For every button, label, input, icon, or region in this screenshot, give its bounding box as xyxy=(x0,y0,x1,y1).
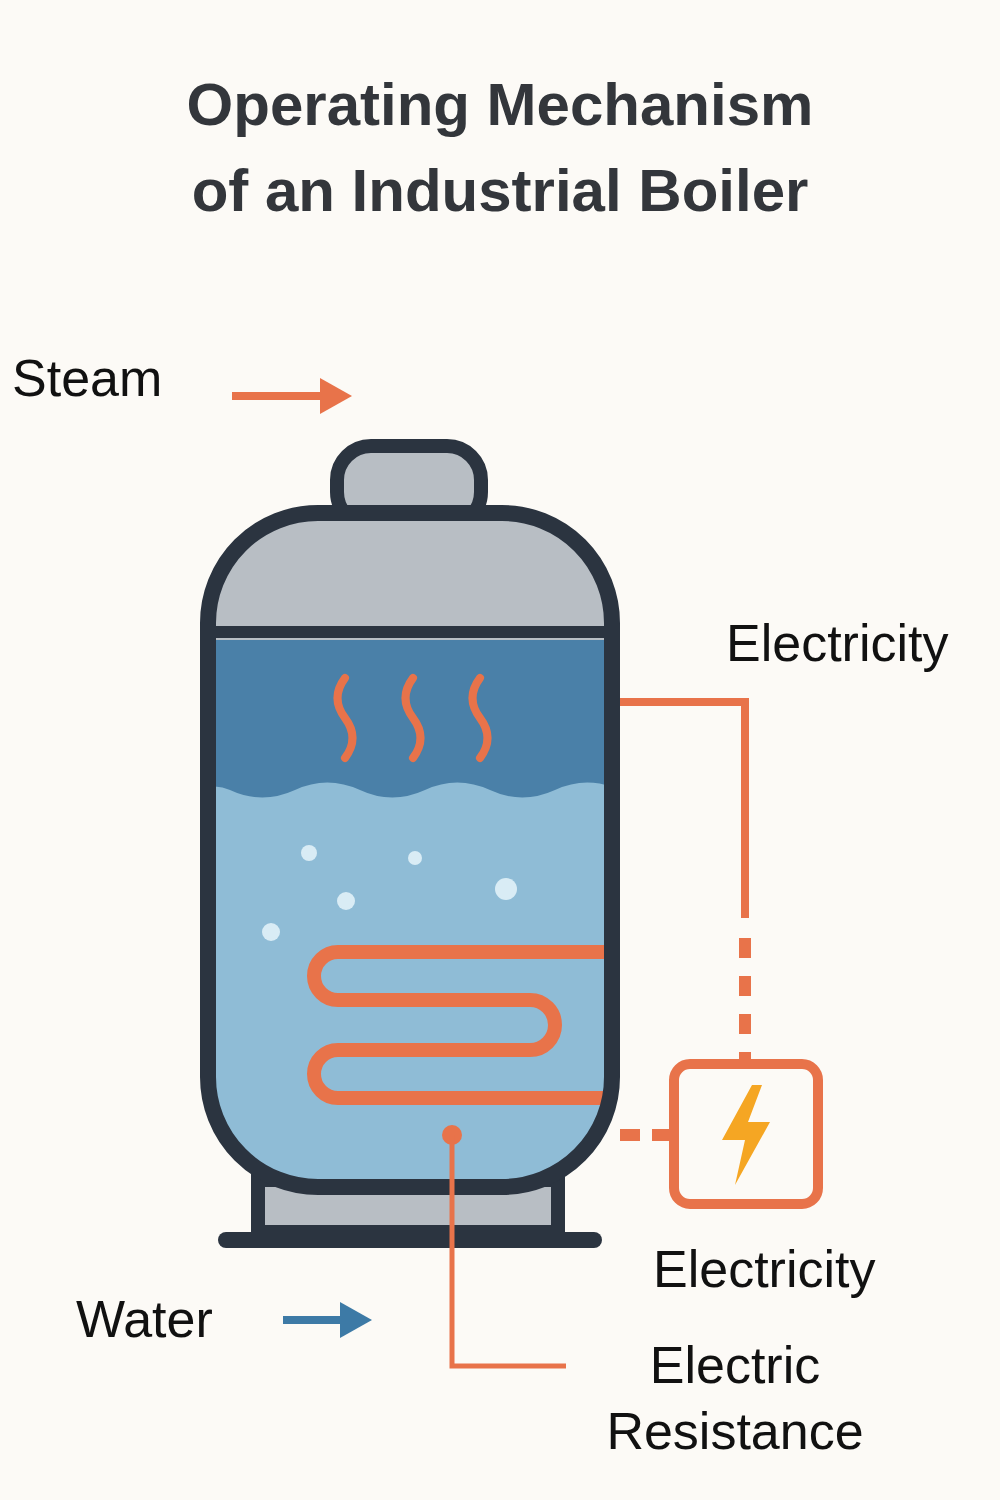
bubble xyxy=(495,878,517,900)
electricity-label: Electricity xyxy=(726,610,996,676)
boiler-foot xyxy=(226,1232,594,1248)
power-wire-dashed xyxy=(620,1129,672,1141)
steam-arrowhead xyxy=(320,378,352,414)
bubble xyxy=(337,892,355,910)
bubble xyxy=(408,851,422,865)
water-arrow xyxy=(283,1316,350,1324)
electricity-label: Electricity xyxy=(653,1236,953,1302)
bubble xyxy=(301,845,317,861)
dome-seam xyxy=(210,626,610,638)
steam-space xyxy=(208,640,612,798)
resistance-label: Electric Resistance xyxy=(585,1332,885,1464)
power-wire xyxy=(620,702,745,918)
water-label: Water xyxy=(76,1286,276,1352)
power-unit xyxy=(674,1064,818,1204)
leader-line xyxy=(452,1135,566,1366)
power-wire-dashed xyxy=(739,938,751,1062)
diagram-title: Operating Mechanism of an Industrial Boi… xyxy=(160,62,840,234)
lightning-bolt xyxy=(722,1085,770,1185)
steam-label: Steam xyxy=(12,345,212,411)
boiler-shell xyxy=(208,513,612,1187)
steam-arrow xyxy=(232,392,330,400)
water-arrowhead xyxy=(340,1302,372,1338)
heating-coil xyxy=(314,952,612,1098)
steam-wisps xyxy=(338,678,488,758)
water-body xyxy=(208,640,612,1187)
bubble xyxy=(262,923,280,941)
